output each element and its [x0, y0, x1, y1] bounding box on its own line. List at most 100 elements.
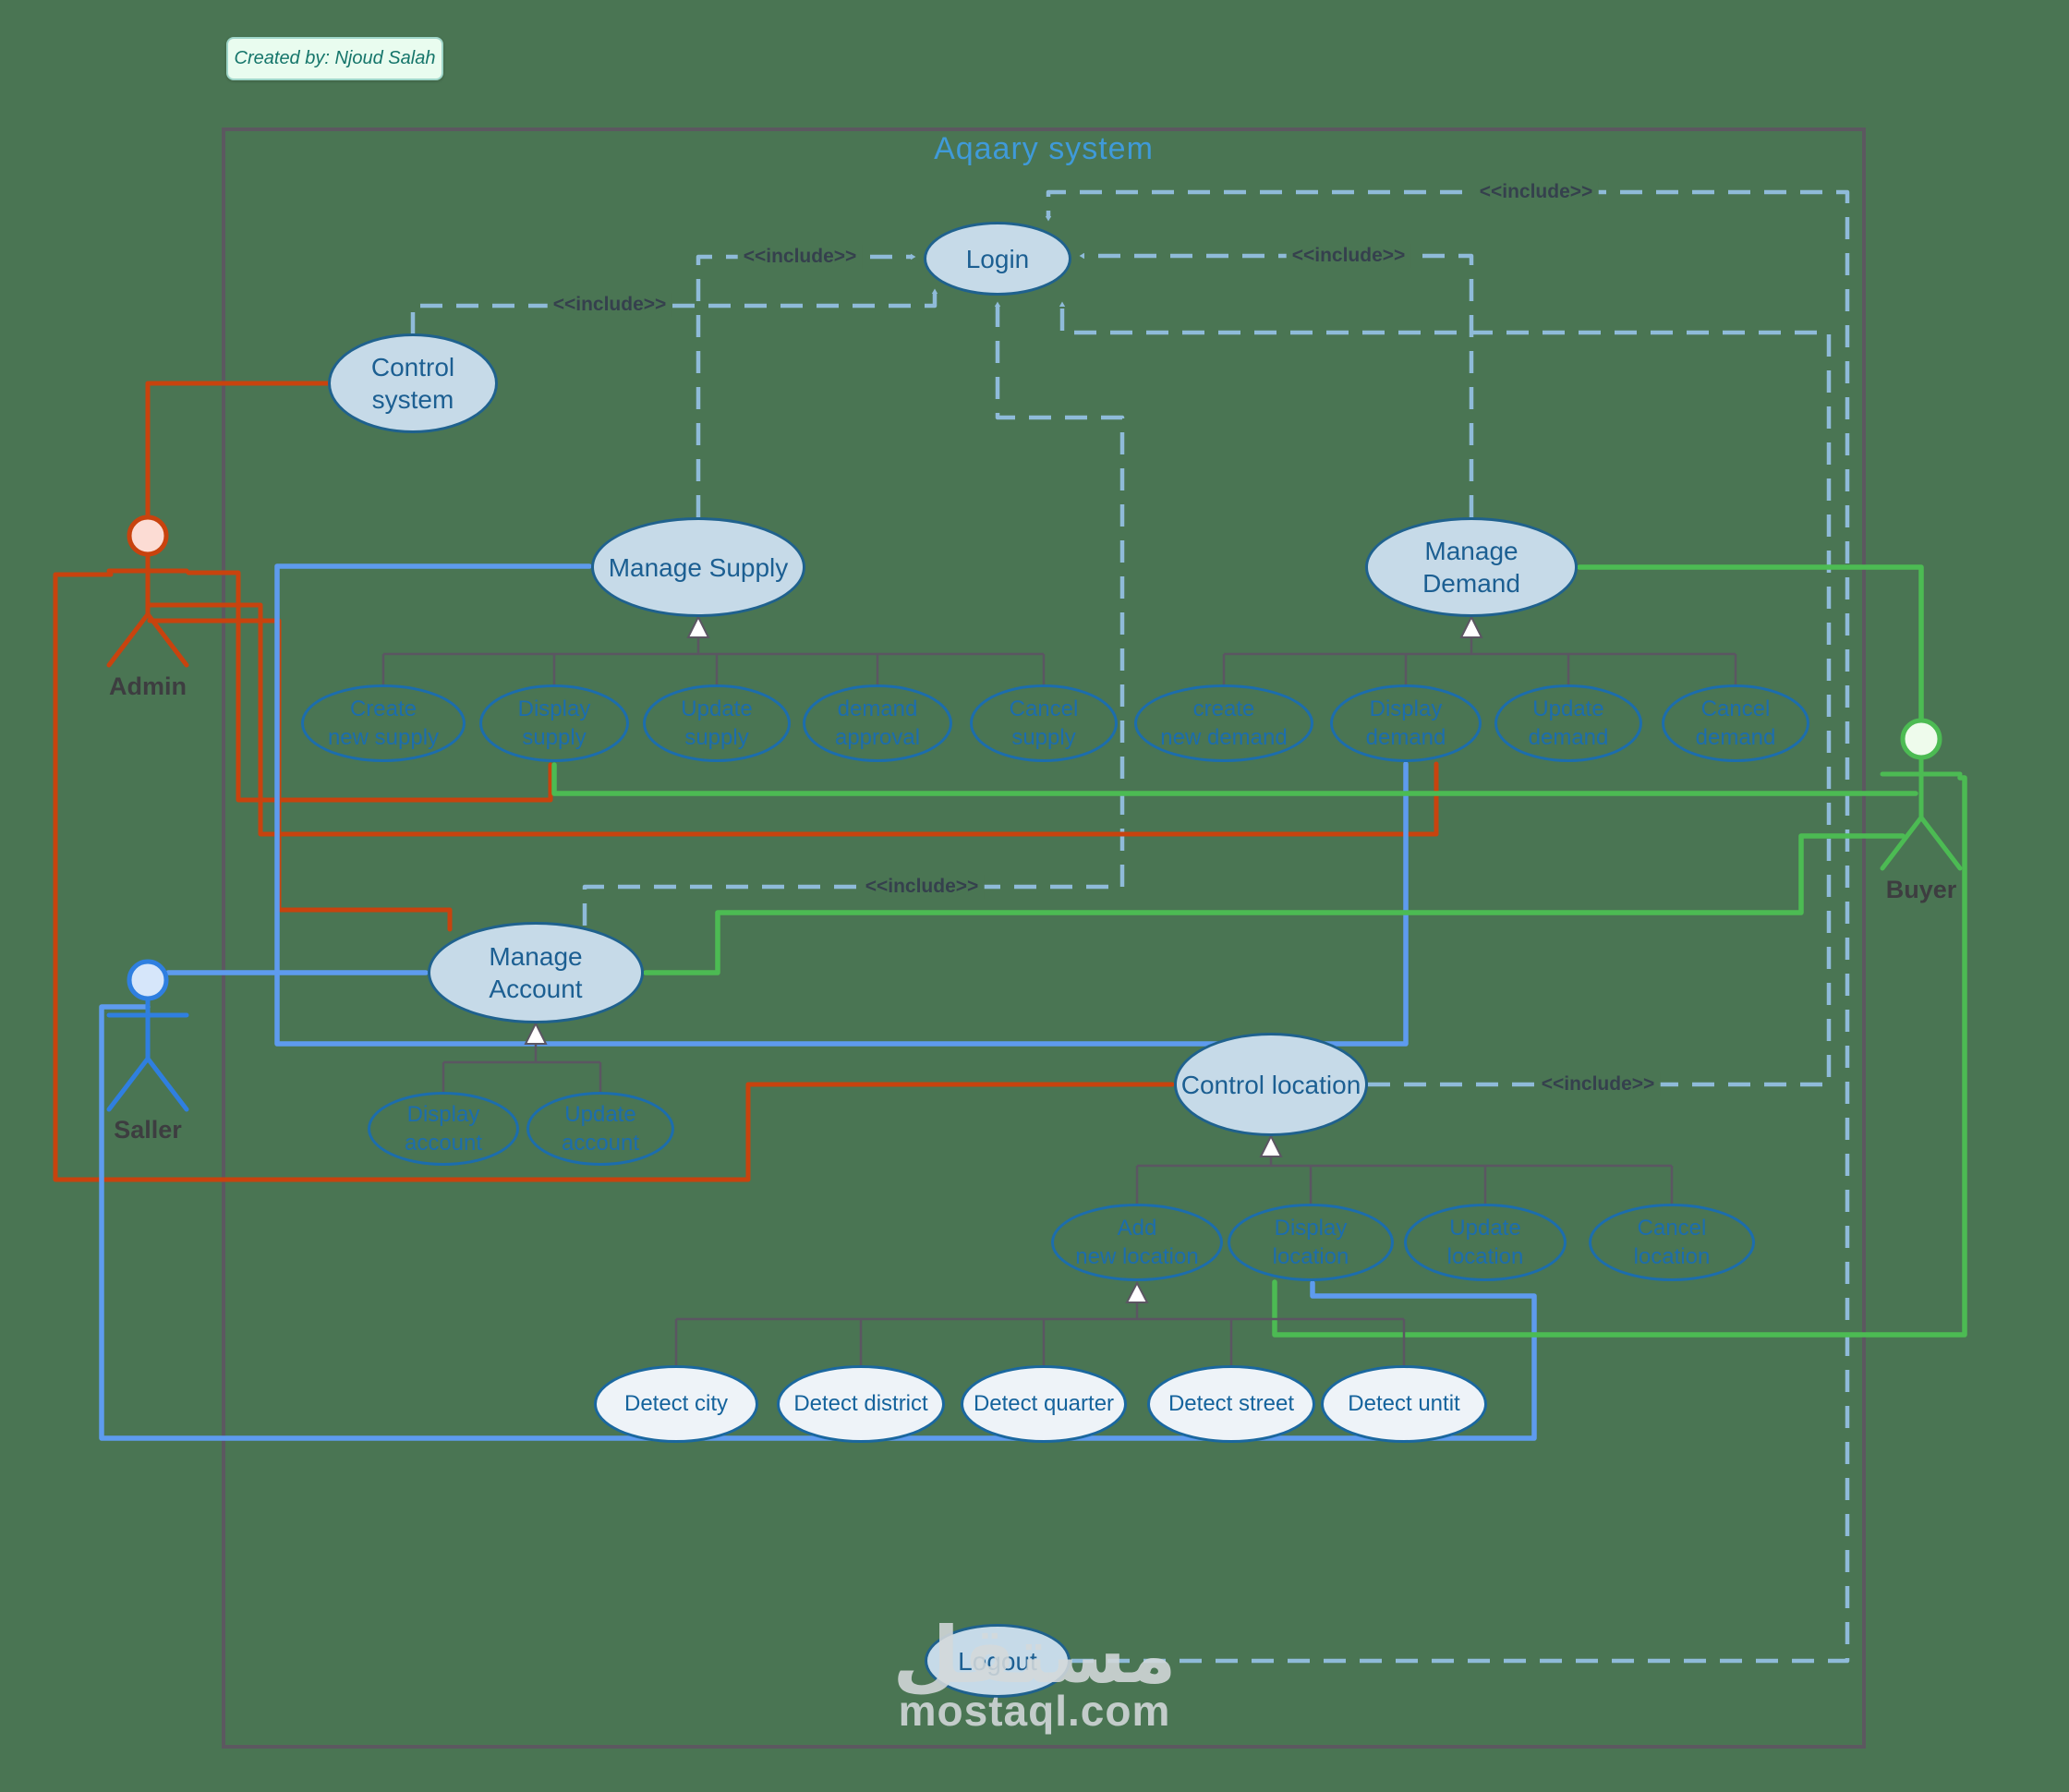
use-case-label: Cancel [1009, 696, 1079, 721]
use-case-label: Detect district [793, 1391, 928, 1416]
system-title: Aqaary system [934, 131, 1154, 166]
use-case-label: Update [681, 696, 753, 721]
edge-admin-control-system [145, 381, 332, 520]
use-case-control-location[interactable]: Control location [1174, 1033, 1368, 1136]
use-case-label: Update [1532, 696, 1604, 721]
use-case-label: Control location [1180, 1070, 1361, 1099]
actor-admin-figure[interactable] [106, 515, 189, 668]
use-case-cancel-location[interactable]: Cancel location [1589, 1204, 1755, 1281]
use-case-label: Manage Supply [608, 552, 789, 582]
use-case-cancel-demand[interactable]: Cancel demand [1662, 684, 1809, 762]
use-case-label: new demand [1160, 725, 1288, 750]
actor-figures [106, 515, 1963, 1112]
use-case-label: Detect quarter [973, 1391, 1115, 1416]
edge-saller-display-location [99, 1004, 1537, 1441]
use-case-label: demand [837, 696, 918, 721]
use-case-label: demand [1365, 725, 1446, 750]
include-manage-demand-login [1083, 256, 1474, 517]
use-case-label: supply [1011, 725, 1076, 750]
use-case-detect-quarter[interactable]: Detect quarter [961, 1365, 1127, 1443]
use-case-update-account[interactable]: Update account [526, 1092, 674, 1166]
use-case-label: Manage [1424, 537, 1518, 565]
use-case-label: demand [1528, 725, 1609, 750]
edge-saller-manage-supply [274, 563, 592, 975]
saller-limb [145, 1056, 189, 1112]
saller-limb [106, 1056, 151, 1112]
use-case-login[interactable]: Login [924, 222, 1071, 296]
include-manage-supply-login [696, 257, 913, 517]
use-case-detect-district[interactable]: Detect district [777, 1365, 945, 1443]
edge-buyer-display-supply [551, 762, 1918, 796]
use-case-label: Account [489, 975, 583, 1003]
use-case-label: Control system [370, 353, 455, 414]
use-case-label: Create [349, 696, 417, 721]
tree-arrow-manage-demand [1459, 614, 1483, 638]
tree-manage-account [442, 1044, 602, 1092]
use-case-label: account [561, 1131, 640, 1156]
admin-limb [106, 611, 151, 668]
use-case-label: Add [1117, 1215, 1157, 1241]
use-case-label: new supply [327, 725, 440, 750]
use-case-label: Detect untit [1348, 1391, 1460, 1416]
use-case-label: account [404, 1131, 483, 1156]
use-case-label: Demand [1422, 569, 1520, 598]
use-case-logout[interactable]: Logout [925, 1624, 1071, 1698]
edge-buyer-manage-account [643, 833, 1906, 975]
edge-admin-manage-account [147, 618, 453, 932]
use-case-label: Logout [958, 1646, 1037, 1676]
use-case-label: create [1192, 696, 1255, 721]
admin-limb [145, 611, 189, 668]
created-by-badge: Created by: Njoud Salah [226, 37, 443, 80]
buyer-limb [1918, 815, 1963, 871]
edge-admin-display-demand [147, 602, 1439, 837]
use-case-detect-street[interactable]: Detect street [1147, 1365, 1315, 1443]
edge-admin-display-supply [186, 570, 553, 803]
use-case-update-demand[interactable]: Update demand [1494, 684, 1642, 762]
use-case-detect-city[interactable]: Detect city [594, 1365, 758, 1443]
use-case-control-system[interactable]: Control system [328, 333, 498, 433]
use-case-label: Display [406, 1101, 480, 1127]
tree-arrow-manage-account [524, 1021, 548, 1045]
use-case-display-account[interactable]: Display account [368, 1092, 519, 1166]
tree-arrow-control-location [1259, 1133, 1283, 1157]
actor-saller-figure[interactable] [106, 959, 189, 1112]
edge-buyer-display-location [1272, 775, 1967, 1338]
use-case-label: Detect city [623, 1391, 729, 1416]
use-case-label: Update [1449, 1215, 1521, 1241]
buyer-head [1900, 718, 1942, 760]
use-case-create-new-demand[interactable]: create new demand [1134, 684, 1313, 762]
use-case-label: Cancel [1637, 1215, 1707, 1241]
use-case-label: supply [522, 725, 587, 750]
tree-arrow-manage-supply [686, 614, 710, 638]
buyer-limb [1880, 815, 1924, 871]
include-logout-login [1048, 189, 1850, 1664]
use-case-label: supply [684, 725, 749, 750]
use-case-label: demand [1695, 725, 1776, 750]
use-case-detect-untit[interactable]: Detect untit [1321, 1365, 1487, 1443]
include-control-location-login [1062, 305, 1832, 1087]
tree-control-location [1135, 1156, 1674, 1204]
use-case-label: location [1272, 1244, 1349, 1269]
use-case-label: location [1446, 1244, 1524, 1269]
use-case-label: location [1633, 1244, 1711, 1269]
use-case-label: Detect street [1168, 1391, 1295, 1416]
actor-buyer-figure[interactable] [1880, 718, 1963, 871]
edge-buyer-manage-demand [1577, 564, 1924, 721]
use-case-manage-supply[interactable]: Manage Supply [591, 517, 805, 617]
use-case-label: Update [564, 1101, 636, 1127]
use-case-label: Cancel [1700, 696, 1771, 721]
use-case-cancel-supply[interactable]: Cancel supply [970, 684, 1118, 762]
use-case-update-location[interactable]: Update location [1404, 1204, 1567, 1281]
use-case-update-supply[interactable]: Update supply [643, 684, 791, 762]
use-case-create-new-supply[interactable]: Create new supply [301, 684, 466, 762]
tree-add-new-location [674, 1302, 1406, 1365]
